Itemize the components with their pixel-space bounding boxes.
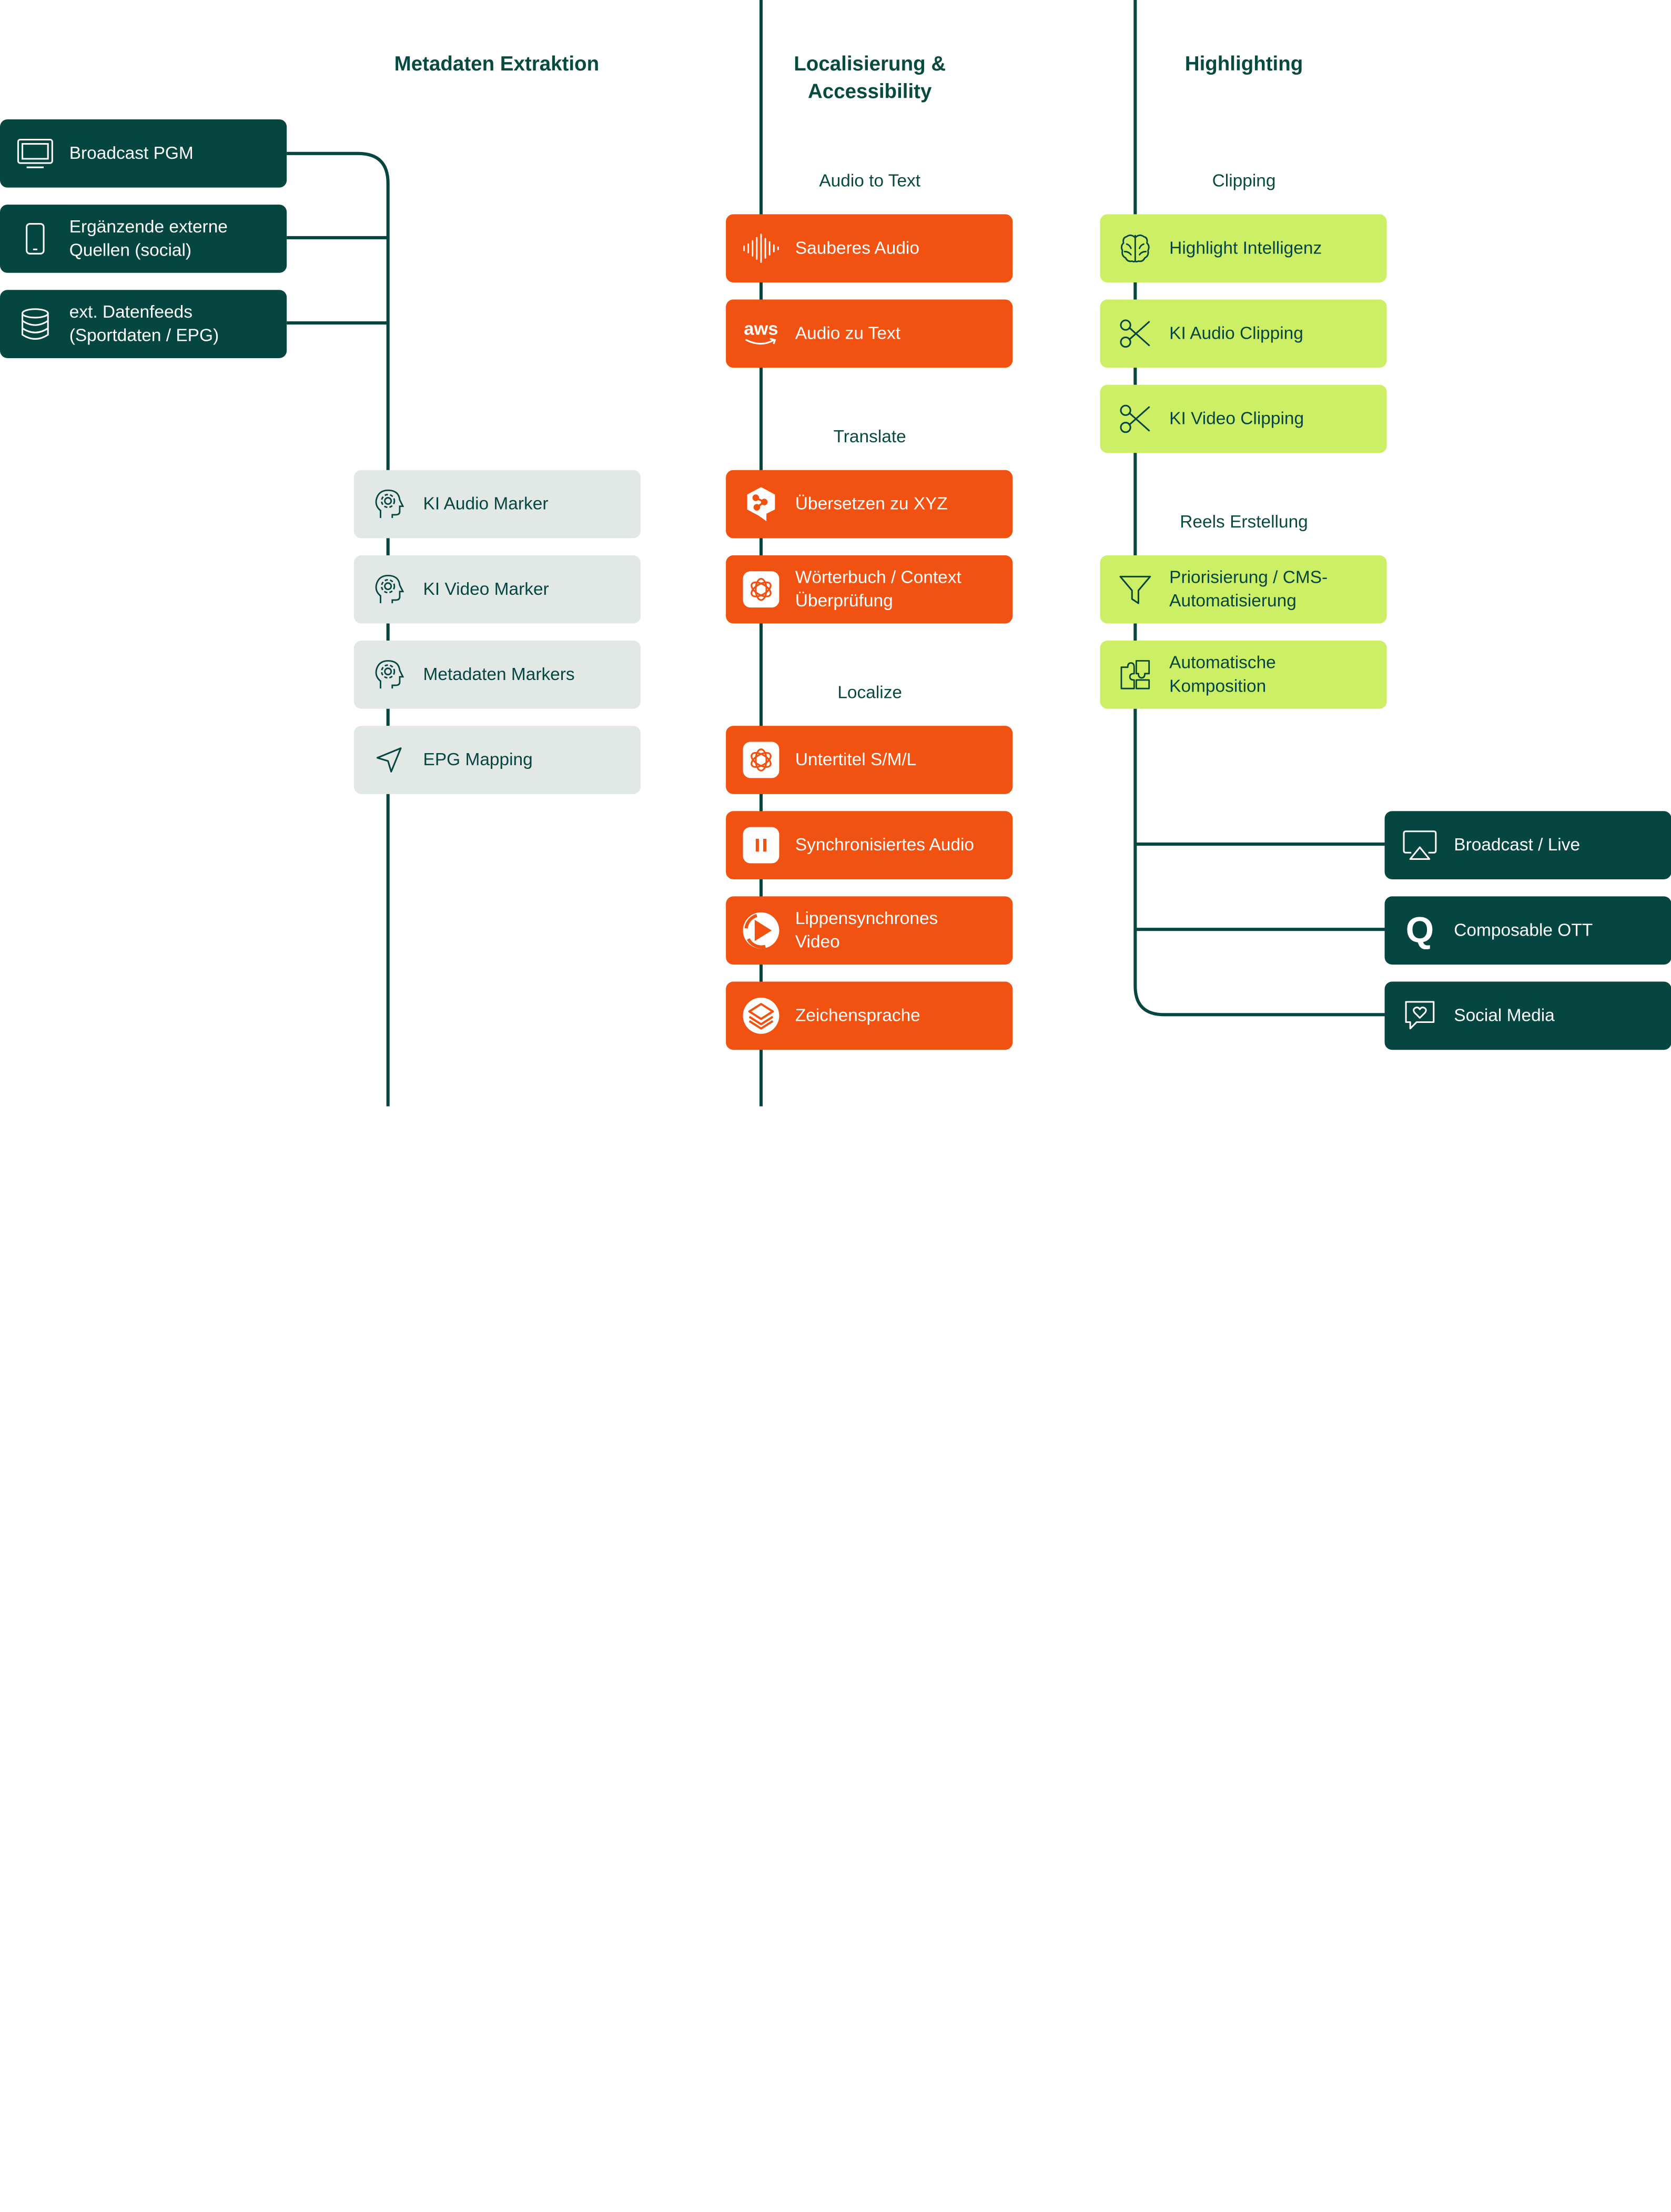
airplay-icon [1401,826,1439,865]
openai-logo-icon [742,740,781,779]
source-external-social[interactable]: Ergänzende externe Quellen (social) [0,205,287,273]
funnel-icon [1116,570,1154,608]
localization-item-uebersetzen[interactable]: Übersetzen zu XYZ [726,470,1013,539]
output-label: Broadcast / Live [1454,835,1581,855]
highlighting-label: Automatische Komposition [1169,653,1276,696]
output-label: Composable OTT [1454,920,1593,940]
highlighting-label: Highlight Intelligenz [1169,238,1322,258]
highlighting-item-highlight-intelligenz[interactable]: Highlight Intelligenz [1100,214,1387,283]
localization-label: Untertitel S/M/L [795,750,917,770]
column-title-localization: Localisierung & Accessibility [794,53,946,104]
smartphone-icon [16,219,54,258]
highlighting-label: KI Video Clipping [1169,409,1304,429]
monitor-icon [16,134,54,173]
localization-item-audio-zu-text[interactable]: aws Audio zu Text [726,299,1013,368]
brain-icon [1116,229,1154,268]
metadata-item-epg-mapping[interactable]: EPG Mapping [353,726,641,794]
metadata-label: Metadaten Markers [423,665,575,685]
metadata-label: KI Audio Marker [423,494,549,514]
highlighting-label: KI Audio Clipping [1169,324,1303,343]
metadata-item-ki-video-marker[interactable]: KI Video Marker [353,555,641,624]
localization-item-lippensynchrones-video[interactable]: Lippensynchrones Video [726,896,1013,965]
section-label-translate: Translate [833,427,906,447]
source-data-feeds[interactable]: ext. Datenfeeds (Sportdaten / EPG) [0,290,287,358]
output-social-media[interactable]: Social Media [1384,981,1671,1050]
highlighting-item-priorisierung[interactable]: Priorisierung / CMS- Automatisierung [1100,555,1387,624]
ai-head-icon [370,655,408,694]
scissors-icon [1116,314,1154,353]
metadata-item-ki-audio-marker[interactable]: KI Audio Marker [353,470,641,539]
puzzle-icon [1116,655,1154,694]
output-composable-ott[interactable]: Q Composable OTT [1384,896,1671,965]
section-label-localize: Localize [837,683,903,703]
source-label: Ergänzende externe Quellen (social) [69,217,228,260]
highlighting-item-ki-audio-clipping[interactable]: KI Audio Clipping [1100,299,1387,368]
pause-logo-icon [742,826,781,865]
column-title-metadata: Metadaten Extraktion [394,53,600,76]
waveform-icon [742,229,781,268]
metadata-label: KI Video Marker [423,580,549,599]
localization-label: Wörterbuch / Context Überprüfung [795,568,961,611]
output-broadcast-live[interactable]: Broadcast / Live [1384,811,1671,879]
localization-item-zeichensprache[interactable]: Zeichensprache [726,981,1013,1050]
section-label-clipping: Clipping [1212,171,1276,191]
ai-head-icon [370,485,408,523]
section-label-reels: Reels Erstellung [1180,512,1308,532]
q-logo-icon: Q [1405,910,1434,951]
section-label-audio-to-text: Audio to Text [819,171,921,191]
highlighting-label: Priorisierung / CMS- Automatisierung [1169,568,1328,611]
metadata-item-metadaten-markers[interactable]: Metadaten Markers [353,640,641,709]
aws-logo-icon: aws [742,314,781,353]
localization-item-synchronisiertes-audio[interactable]: Synchronisiertes Audio [726,811,1013,879]
localization-item-woerterbuch[interactable]: Wörterbuch / Context Überprüfung [726,555,1013,624]
highlighting-item-automatische-komposition[interactable]: Automatische Komposition [1100,640,1387,709]
localization-label: Übersetzen zu XYZ [795,494,948,514]
localization-label: Lippensynchrones Video [795,909,938,952]
highlighting-item-ki-video-clipping[interactable]: KI Video Clipping [1100,384,1387,453]
chat-heart-icon [1401,997,1439,1035]
navigation-arrow-icon [370,740,408,779]
column-title-highlighting: Highlighting [1184,53,1303,76]
localization-item-sauberes-audio[interactable]: Sauberes Audio [726,214,1013,283]
source-label: Broadcast PGM [69,144,194,164]
play-circle-logo-icon [742,911,781,950]
localization-label: Sauberes Audio [795,238,919,258]
layers-logo-icon [742,997,781,1035]
source-broadcast-pgm[interactable]: Broadcast PGM [0,119,287,188]
source-label: ext. Datenfeeds (Sportdaten / EPG) [69,302,219,346]
scissors-icon [1116,400,1154,438]
localization-item-untertitel[interactable]: Untertitel S/M/L [726,726,1013,794]
output-label: Social Media [1454,1006,1555,1026]
localization-label: Audio zu Text [795,324,901,343]
openai-logo-icon [742,570,781,608]
localization-label: Zeichensprache [795,1006,920,1026]
ai-head-icon [370,570,408,608]
database-icon [16,305,54,343]
deepl-logo-icon [742,485,781,523]
metadata-label: EPG Mapping [423,750,533,770]
localization-label: Synchronisiertes Audio [795,835,975,855]
